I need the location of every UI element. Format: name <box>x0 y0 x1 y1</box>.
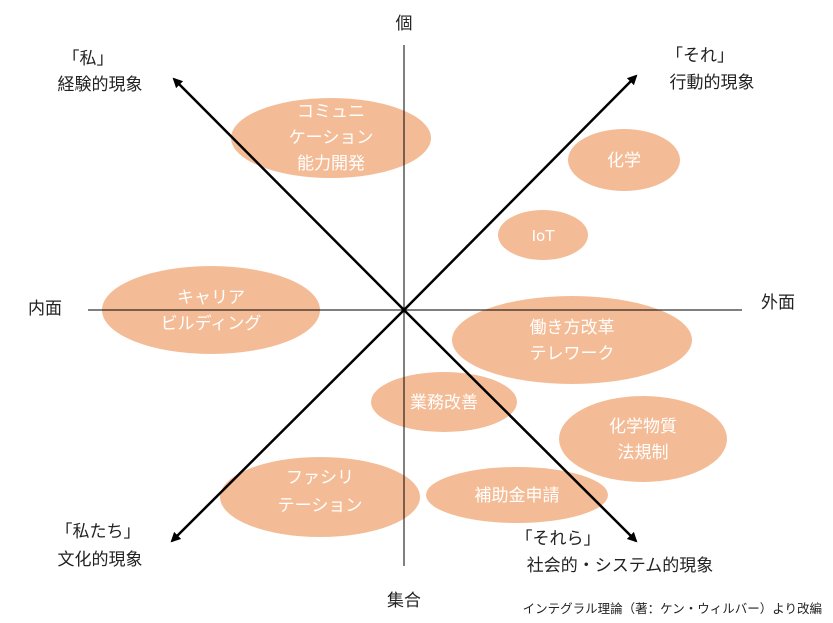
axis-label-bottom: 集合 <box>387 591 421 611</box>
bubble-label: テーション <box>278 496 363 516</box>
arrow-upper-left <box>172 77 405 311</box>
bubble-chemistry <box>568 129 680 191</box>
bubble-label: 化学 <box>607 151 641 171</box>
bubble-subsidy <box>426 467 608 523</box>
quadrant-upper-left-bracket: 「私」 <box>63 49 114 69</box>
bubble-label: IoT <box>532 227 556 245</box>
quadrant-upper-left-name: 経験的現象 <box>58 75 143 95</box>
bubble-label: 補助金申請 <box>475 486 560 506</box>
bubble-label: 法規制 <box>618 443 669 463</box>
axis-label-top: 個 <box>396 14 413 34</box>
bubble-communication <box>231 98 431 178</box>
bubble-label: 化学物質 <box>609 417 677 437</box>
bubble-label: 働き方改革 <box>530 318 615 338</box>
bubble-label: コミュニ <box>297 102 365 122</box>
axis-label-right: 外面 <box>761 293 795 313</box>
bubble-label: ファシリ <box>286 468 354 488</box>
axis-label-left: 内面 <box>28 299 62 319</box>
bubble-workstyle <box>452 296 692 384</box>
quadrant-upper-right-name: 行動的現象 <box>670 73 755 93</box>
arrow-upper-right <box>403 74 638 311</box>
quadrant-lower-right-bracket: 「それら」 <box>516 529 601 549</box>
bubble-iot <box>498 210 588 260</box>
bubble-facilitation <box>220 457 420 537</box>
arrow-lower-right <box>403 309 638 543</box>
bubble-label: 業務改善 <box>410 393 478 413</box>
bubble-chemical-regulation <box>559 396 727 482</box>
bubble-label: キャリア <box>177 288 245 308</box>
quadrant-upper-right-bracket: 「それ」 <box>666 46 734 66</box>
quadrant-lower-left-name: 文化的現象 <box>58 550 143 570</box>
quadrant-lower-left-bracket: 「私たち」 <box>56 522 141 542</box>
bubble-label: 能力開発 <box>297 154 365 174</box>
arrow-lower-left <box>170 309 405 543</box>
bubble-label: ケーション <box>289 128 374 148</box>
bubble-label: テレワーク <box>530 344 615 364</box>
quadrant-lower-right-name: 社会的・システム的現象 <box>527 556 714 576</box>
credit: インテグラル理論（著：ケン・ウィルバー）より改編 <box>523 601 822 616</box>
bubble-label: ビルディング <box>161 313 262 334</box>
